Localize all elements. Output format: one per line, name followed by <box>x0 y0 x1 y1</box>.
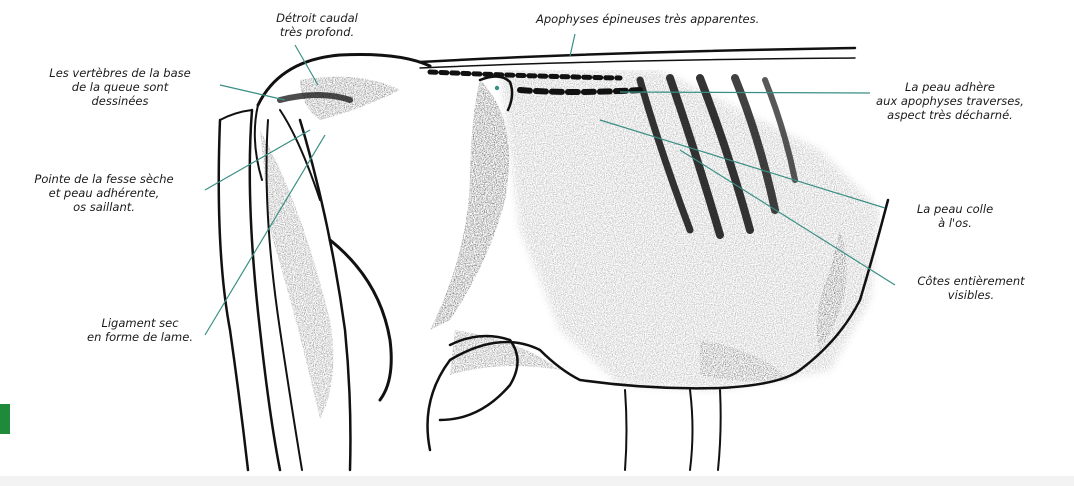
leader-apophyses <box>570 34 575 56</box>
label-line: La peau adhère <box>850 80 1050 94</box>
label-line: La peau colle <box>880 202 1030 216</box>
label-line: aspect très décharné. <box>850 108 1050 122</box>
label-line: visibles. <box>886 288 1056 302</box>
label-line: Ligament sec <box>60 316 220 330</box>
label-pointe-fesse: Pointe de la fesse sèche et peau adhéren… <box>4 172 204 214</box>
label-line: dessinées <box>20 94 220 108</box>
leader-dot <box>495 86 499 90</box>
label-peau-colle: La peau colle à l'os. <box>880 202 1030 230</box>
label-line: aux apophyses traverses, <box>850 94 1050 108</box>
label-line: Côtes entièrement <box>886 274 1056 288</box>
label-peau-adhere: La peau adhère aux apophyses traverses, … <box>850 80 1050 122</box>
label-ligament-sec: Ligament sec en forme de lame. <box>60 316 220 344</box>
label-line: en forme de lame. <box>60 330 220 344</box>
label-vertebres-queue: Les vertèbres de la base de la queue son… <box>20 66 220 108</box>
stipple-shading <box>260 70 880 420</box>
label-cotes-visibles: Côtes entièrement visibles. <box>886 274 1056 302</box>
label-line: os saillant. <box>4 200 204 214</box>
label-line: de la queue sont <box>20 80 220 94</box>
leader-pointe <box>205 130 310 190</box>
label-detroit-caudal: Détroit caudal très profond. <box>222 11 412 39</box>
label-line: Pointe de la fesse sèche <box>4 172 204 186</box>
green-page-marker <box>0 404 10 434</box>
label-line: Apophyses épineuses très apparentes. <box>536 12 759 26</box>
label-line: très profond. <box>222 25 412 39</box>
label-line: Détroit caudal <box>222 11 412 25</box>
label-line: Les vertèbres de la base <box>20 66 220 80</box>
leader-vertebres <box>220 85 285 100</box>
bottom-band <box>0 476 1074 486</box>
label-apophyses-epineuses: Apophyses épineuses très apparentes. <box>536 12 759 26</box>
label-line: et peau adhérente, <box>4 186 204 200</box>
label-line: à l'os. <box>880 216 1030 230</box>
